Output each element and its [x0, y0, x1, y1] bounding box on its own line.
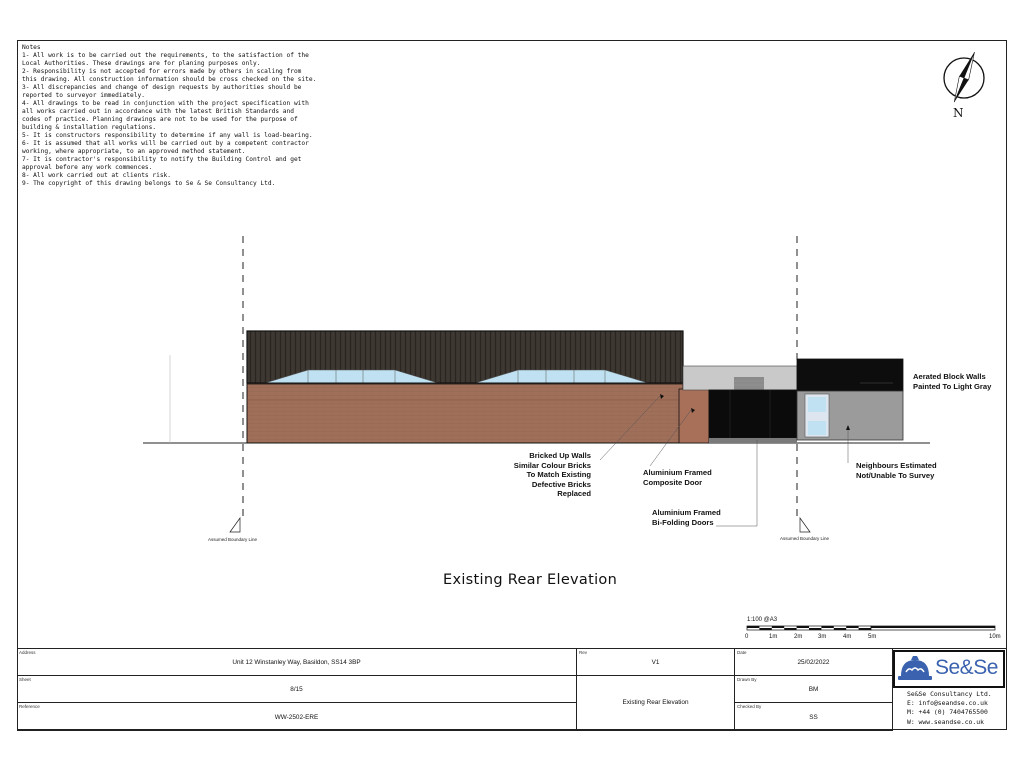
- bricked-up-walls-note: Bricked Up Walls Similar Colour Bricks T…: [513, 451, 591, 498]
- note-line: reported to surveyor immediately.: [22, 92, 145, 99]
- right-boundary-label: Assumed Boundary Line: [780, 536, 830, 541]
- drawing-name-value: Existing Rear Elevation: [622, 699, 689, 706]
- note-line: Local Authorities. These drawings are fo…: [22, 60, 261, 67]
- company-contact: Se&Se Consultancy Ltd. E: info@seandse.c…: [907, 690, 992, 727]
- company-name: Se&Se Consultancy Ltd.: [907, 690, 992, 698]
- north-arrow-icon: [943, 51, 985, 103]
- company-mobile: M: +44 (0) 7404765500: [907, 708, 988, 717]
- block-walls-note: Aerated Block Walls Painted To Light Gra…: [913, 372, 992, 391]
- company-web: W: www.seandse.co.uk: [907, 717, 984, 726]
- note-line: building & installation regulations.: [22, 124, 157, 131]
- note-line: codes of practice. Planning drawings are…: [22, 116, 298, 123]
- scale-tick-label: 2m: [794, 634, 803, 640]
- date-value: 25/02/2022: [797, 659, 830, 666]
- neighbours-roof: [796, 358, 904, 392]
- drawing-sheet-border: [17, 40, 1007, 730]
- checked-by-cell: Checked By SS: [735, 703, 893, 731]
- bifolding-doors: [708, 389, 798, 439]
- hard-hat-icon: [898, 656, 932, 680]
- sheet-cell: Sheet 8/15: [17, 676, 577, 703]
- note-line: all works carried out in accordance with…: [22, 108, 294, 115]
- bifolding-doors-note: Aluminium Framed Bi-Folding Doors: [652, 508, 721, 527]
- scale-tick-label: 5m: [868, 634, 877, 640]
- drawn-by-cell: Drawn By BM: [735, 676, 893, 703]
- note-line: working, where appropriate, to an approv…: [22, 148, 246, 155]
- note-line: 5- It is constructors responsibility to …: [22, 132, 313, 139]
- note-line: 8- All work carried out at clients risk.: [22, 172, 172, 179]
- scale-ratio: 1:100 @A3: [747, 617, 778, 623]
- note-line: 9- The copyright of this drawing belongs…: [22, 180, 276, 187]
- checked-by-value: SS: [809, 714, 818, 721]
- title-block: Address Unit 12 Winstanley Way, Basildon…: [17, 648, 1007, 731]
- note-line: 6- It is assumed that all works will be …: [22, 140, 309, 147]
- reference-value: WW-2502-ERE: [274, 714, 319, 721]
- left-boundary-label: Assumed Boundary Line: [208, 537, 258, 542]
- rev-cell: Rev V1: [577, 649, 735, 676]
- scale-tick-label: 4m: [843, 634, 852, 640]
- scale-tick-label: 1m: [769, 634, 778, 640]
- address-cell: Address Unit 12 Winstanley Way, Basildon…: [17, 649, 577, 676]
- date-cell: Date 25/02/2022: [735, 649, 893, 676]
- rev-value: V1: [651, 659, 660, 666]
- notes-heading: Notes: [22, 44, 41, 51]
- company-email: E: info@seandse.co.uk: [907, 699, 988, 708]
- scale-tick-label: 3m: [818, 634, 827, 640]
- composite-door-note: Aluminium Framed Composite Door: [643, 468, 712, 487]
- scale-tick-label: 0: [745, 634, 749, 640]
- note-line: approval before any work commences.: [22, 164, 153, 171]
- note-line: 1- All work is to be carried out the req…: [22, 52, 309, 59]
- neighbours-note: Neighbours Estimated Not/Unable To Surve…: [856, 461, 937, 480]
- brick-wall: [246, 382, 684, 444]
- logo-text: Se&Se: [935, 656, 998, 679]
- general-notes: Notes 1- All work is to be carried out t…: [22, 44, 317, 188]
- note-line: 3- All discrepancies and change of desig…: [22, 84, 302, 91]
- address-value: Unit 12 Winstanley Way, Basildon, SS14 3…: [232, 659, 361, 666]
- sheet-value: 8/15: [290, 686, 303, 693]
- drawing-title: Existing Rear Elevation: [443, 572, 618, 588]
- scale-bar: [746, 625, 996, 631]
- note-line: 2- Responsibility is not accepted for er…: [22, 68, 302, 75]
- reference-cell: Reference WW-2502-ERE: [17, 703, 577, 731]
- north-label: N: [953, 106, 964, 120]
- note-line: 4- All drawings to be read in conjunctio…: [22, 100, 309, 107]
- company-logo: Se&Se: [893, 650, 1005, 688]
- note-line: this drawing. All construction informati…: [22, 76, 317, 83]
- note-line: 7- It is contractor's responsibility to …: [22, 156, 302, 163]
- drawn-by-value: BM: [808, 686, 819, 693]
- drawing-name-cell: Existing Rear Elevation: [577, 676, 735, 731]
- scale-tick-label: 10m: [989, 634, 1001, 640]
